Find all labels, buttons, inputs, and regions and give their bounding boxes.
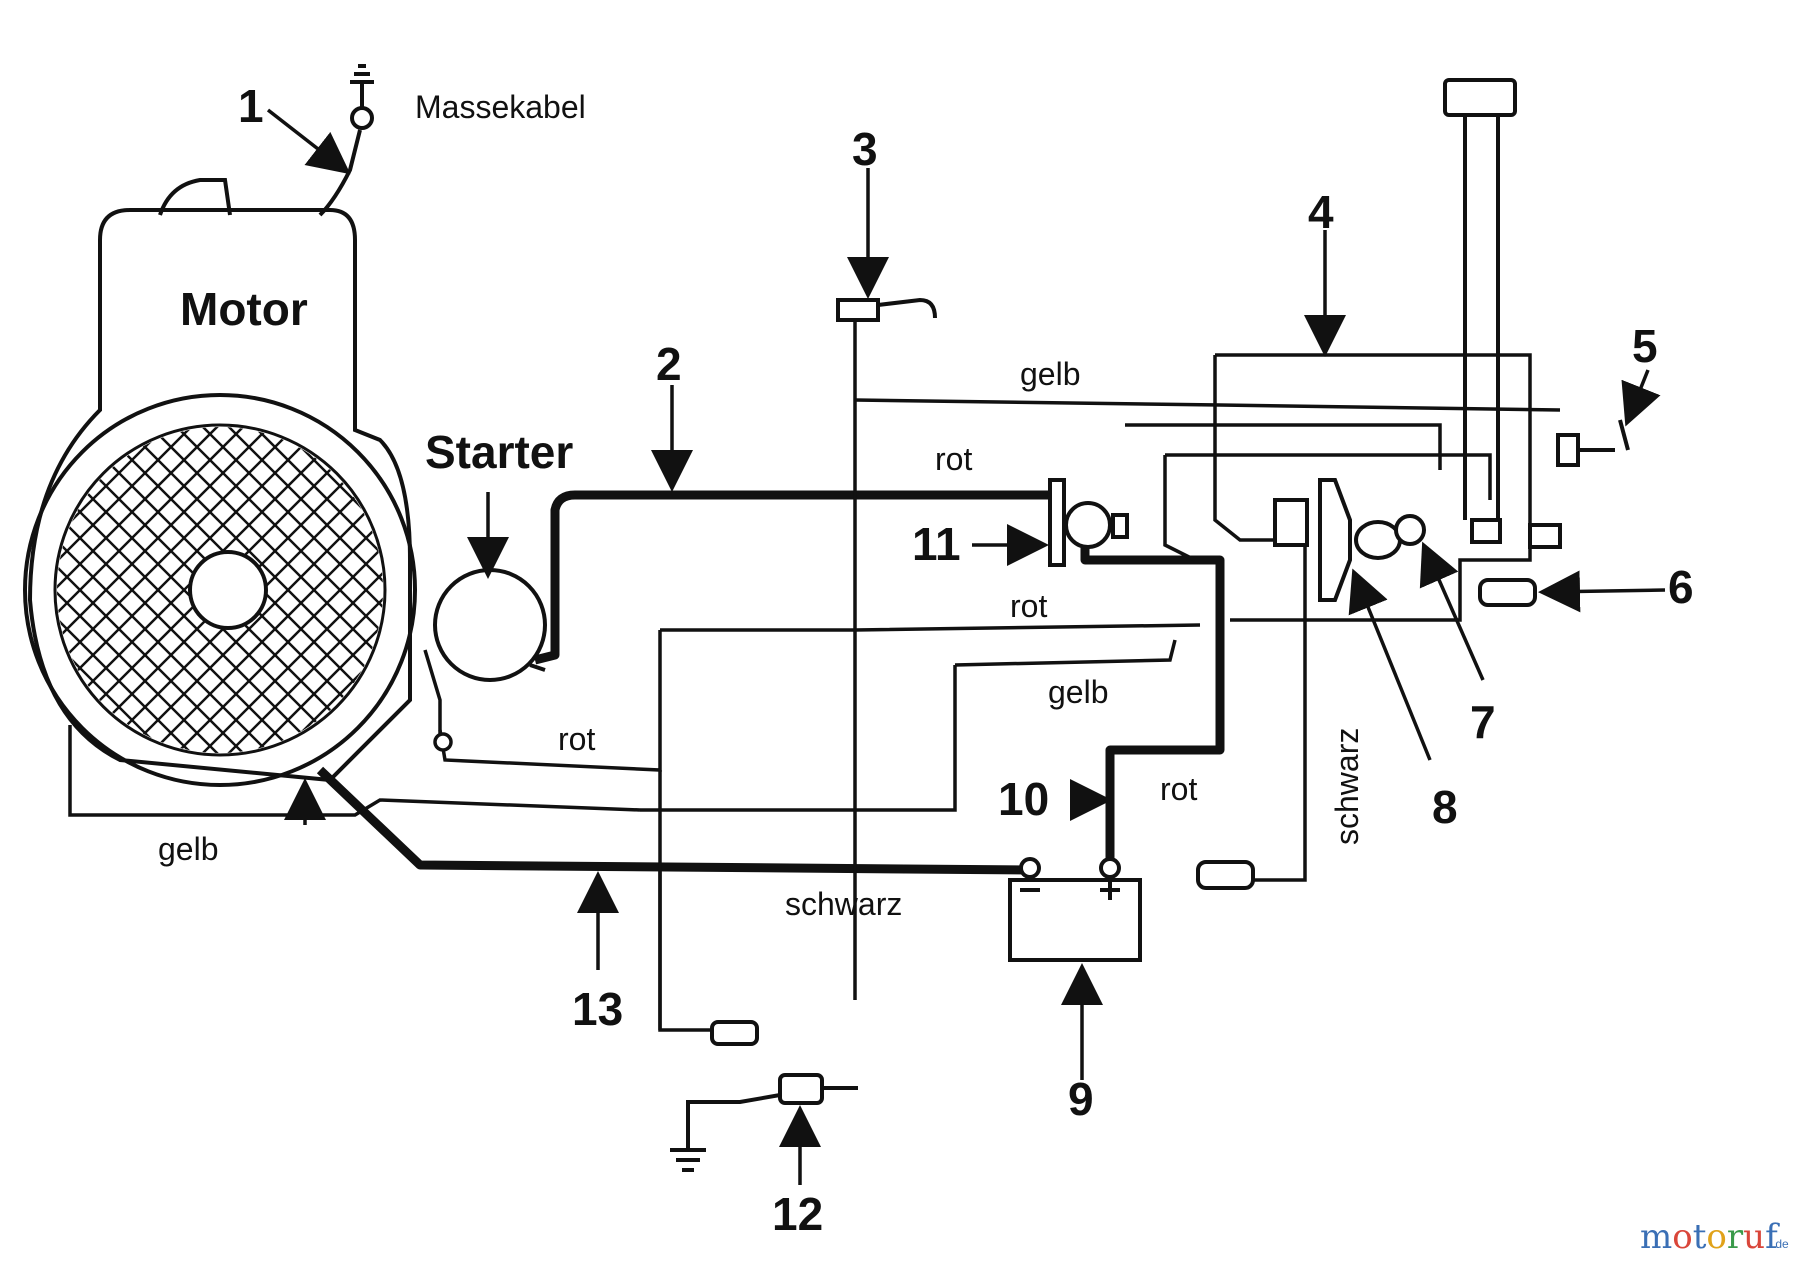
ground-symbol-top [350, 64, 374, 108]
watermark-text: motoruf [1640, 1217, 1780, 1257]
component-5-plug [1556, 419, 1630, 467]
callout-12: 12 [772, 1188, 823, 1240]
flywheel [23, 393, 417, 787]
ground-cable [318, 64, 374, 217]
flywheel-inner [53, 423, 387, 757]
component-6-connector [1478, 578, 1537, 607]
starter [433, 568, 547, 682]
callout-10: 10 [998, 773, 1049, 825]
wire-label-schwarz-bottom: schwarz [785, 886, 902, 922]
wire-label-rot-low: rot [558, 721, 595, 757]
wire-label-gelb-top: gelb [1020, 356, 1081, 392]
ground-cable-13 [316, 766, 1031, 875]
wire-label-schwarz-vertical: schwarz [1329, 728, 1365, 845]
callout-1: 1 [238, 80, 264, 132]
callout-13: 13 [572, 983, 623, 1035]
wire-label-gelb-mid: gelb [1048, 674, 1109, 710]
callout-11: 11 [912, 518, 961, 570]
starter-label: Starter [425, 426, 573, 478]
callout-7: 7 [1470, 696, 1496, 748]
callout-9: 9 [1068, 1073, 1094, 1125]
thick-wires [316, 490, 1225, 875]
steering-column [1443, 78, 1562, 549]
thin-wires [68, 320, 1561, 1032]
wire-label-rot-mid: rot [1010, 588, 1047, 624]
red-cable-2 [533, 490, 1060, 665]
callout-8: 8 [1432, 781, 1458, 833]
wire-label-rot-top: rot [935, 441, 972, 477]
battery-positive-cable-10 [1080, 535, 1225, 875]
callout-5: 5 [1632, 320, 1658, 372]
watermark-suffix: .de [1772, 1237, 1789, 1251]
ground-symbol-bottom [670, 1148, 706, 1172]
flywheel-hub [188, 550, 268, 630]
battery [1008, 857, 1142, 962]
flywheel-mesh [57, 427, 383, 753]
component-12-plug [670, 1073, 858, 1172]
callout-4: 4 [1308, 186, 1334, 238]
component-3-switch [836, 297, 937, 322]
massekabel-label: Massekabel [415, 89, 586, 125]
wire-label-gelb-left: gelb [158, 831, 219, 867]
schwarz-lead-end [1196, 860, 1255, 890]
callout-6: 6 [1668, 561, 1694, 613]
callout-arrows [266, 108, 1666, 1185]
connector-11 [1048, 478, 1129, 567]
motor-label: Motor [180, 283, 308, 335]
engine [23, 178, 417, 787]
engine-top-fitting [158, 178, 232, 216]
component-13-lead-end [710, 1020, 759, 1046]
ignition-switch [1273, 478, 1426, 602]
callout-2: 2 [656, 338, 682, 390]
callout-3: 3 [852, 123, 878, 175]
watermark-logo: motoruf .de [1640, 1217, 1789, 1257]
wire-label-rot-battery: rot [1160, 771, 1197, 807]
